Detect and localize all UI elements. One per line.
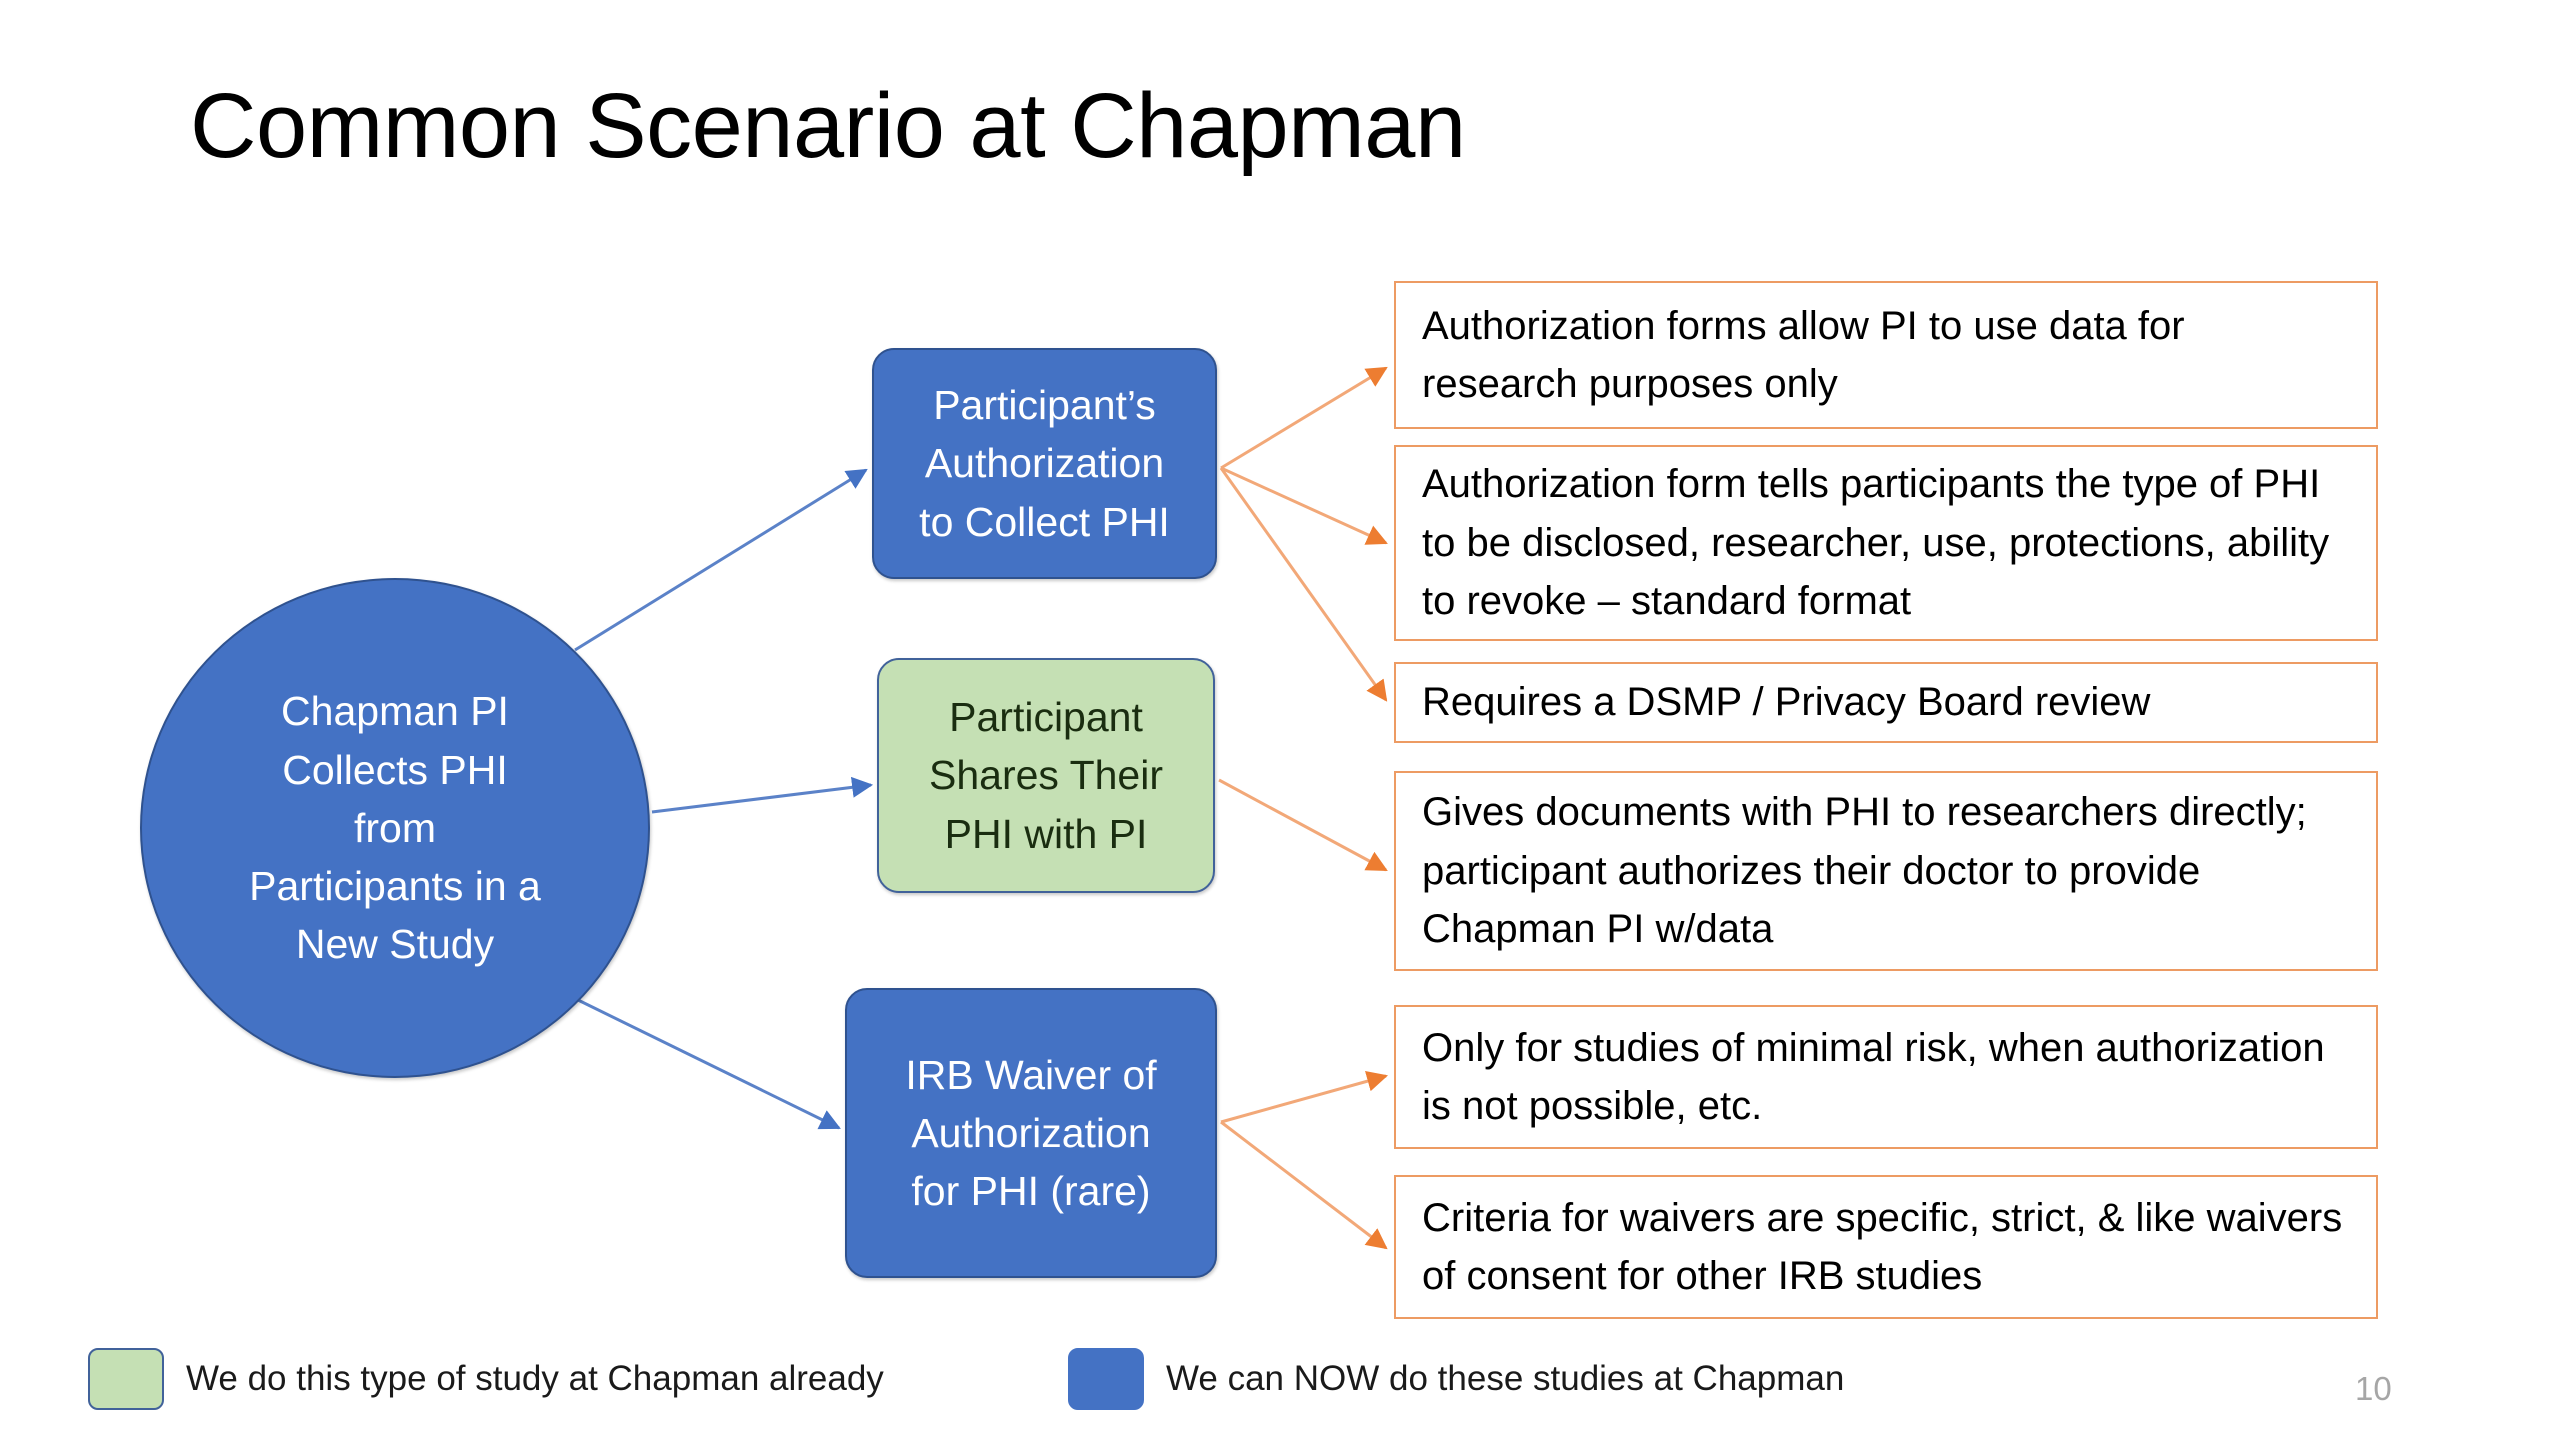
legend-item-blue: We can NOW do these studies at Chapman bbox=[1068, 1348, 1844, 1410]
detail-box[interactable]: Gives documents with PHI to researchers … bbox=[1394, 771, 2378, 971]
detail-box[interactable]: Authorization form tells participants th… bbox=[1394, 445, 2378, 641]
legend-label-green: We do this type of study at Chapman alre… bbox=[186, 1359, 884, 1398]
connector-waiver-to-detail-5 bbox=[1220, 1120, 1388, 1250]
legend-item-green: We do this type of study at Chapman alre… bbox=[88, 1348, 884, 1410]
connector-authorization-to-detail-2 bbox=[1219, 467, 1388, 702]
connector-authorization-to-detail-0 bbox=[1220, 366, 1388, 470]
legend-label-blue: We can NOW do these studies at Chapman bbox=[1166, 1359, 1845, 1398]
detail-box-text: Criteria for waivers are specific, stric… bbox=[1422, 1195, 2343, 1298]
source-node-label: Chapman PI Collects PHI from Participant… bbox=[249, 688, 541, 968]
path-node-waiver[interactable]: IRB Waiver of Authorization for PHI (rar… bbox=[845, 988, 1217, 1278]
detail-box[interactable]: Only for studies of minimal risk, when a… bbox=[1394, 1005, 2378, 1149]
path-node-shares-label: Participant Shares Their PHI with PI bbox=[929, 694, 1163, 857]
connector-source-to-authorization bbox=[574, 468, 868, 652]
path-node-authorization[interactable]: Participant’s Authorization to Collect P… bbox=[872, 348, 1217, 579]
detail-box[interactable]: Authorization forms allow PI to use data… bbox=[1394, 281, 2378, 429]
connector-waiver-to-detail-4 bbox=[1220, 1070, 1389, 1124]
detail-box[interactable]: Requires a DSMP / Privacy Board review bbox=[1394, 662, 2378, 743]
legend-swatch-green-icon bbox=[88, 1348, 164, 1410]
detail-box-text: Only for studies of minimal risk, when a… bbox=[1422, 1025, 2325, 1128]
page-number: 10 bbox=[2355, 1370, 2392, 1407]
legend-swatch-blue-icon bbox=[1068, 1348, 1144, 1410]
path-node-authorization-label: Participant’s Authorization to Collect P… bbox=[919, 382, 1170, 545]
connector-shares-to-detail-3 bbox=[1218, 778, 1388, 872]
detail-box-text: Gives documents with PHI to researchers … bbox=[1422, 790, 2307, 952]
connector-source-to-waiver bbox=[577, 998, 841, 1130]
path-node-shares[interactable]: Participant Shares Their PHI with PI bbox=[877, 658, 1215, 893]
source-node-chapman-pi[interactable]: Chapman PI Collects PHI from Participant… bbox=[140, 578, 650, 1078]
page-title: Common Scenario at Chapman bbox=[190, 75, 1466, 177]
connector-source-to-shares bbox=[651, 776, 874, 814]
detail-box[interactable]: Criteria for waivers are specific, stric… bbox=[1394, 1175, 2378, 1319]
detail-box-text: Authorization forms allow PI to use data… bbox=[1422, 303, 2185, 406]
detail-box-text: Requires a DSMP / Privacy Board review bbox=[1422, 680, 2151, 725]
connector-authorization-to-detail-1 bbox=[1220, 466, 1388, 545]
path-node-waiver-label: IRB Waiver of Authorization for PHI (rar… bbox=[905, 1051, 1157, 1215]
detail-box-text: Authorization form tells participants th… bbox=[1422, 462, 2330, 624]
